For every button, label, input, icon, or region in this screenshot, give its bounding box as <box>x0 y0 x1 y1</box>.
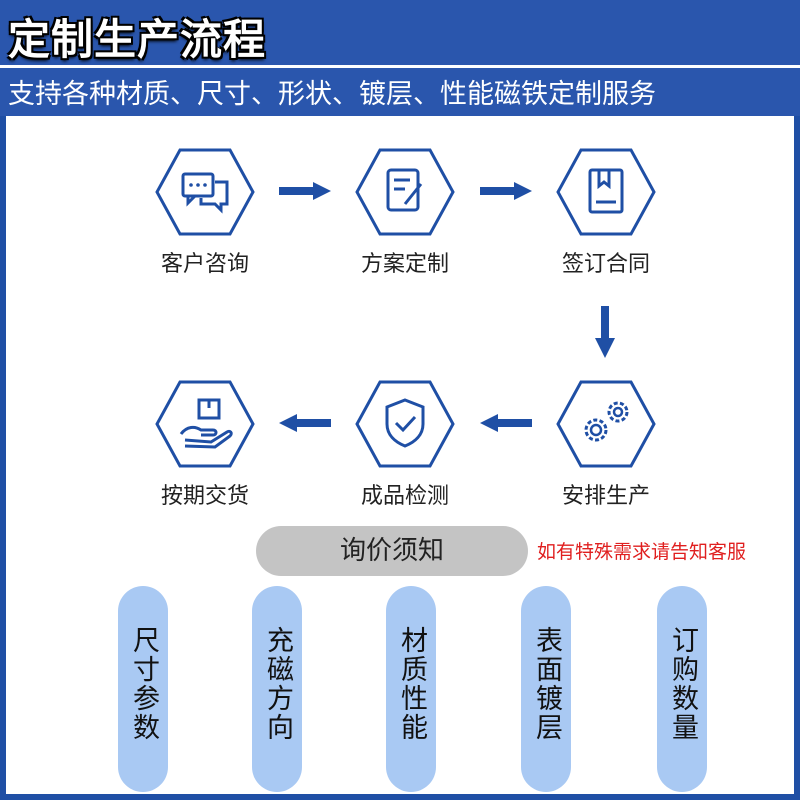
hand-package-icon <box>155 380 255 468</box>
inquiry-item-label: 材质性能 <box>396 626 427 742</box>
inquiry-item-quantity: 订购数量 <box>657 586 707 792</box>
special-request-note: 如有特殊需求请告知客服 <box>537 541 747 563</box>
arrow-left-icon <box>480 414 532 432</box>
step-quality-inspection: 成品检测 <box>335 380 475 510</box>
inquiry-item-label: 尺寸参数 <box>128 626 159 742</box>
inquiry-item-size: 尺寸参数 <box>118 586 168 792</box>
step-label: 方案定制 <box>360 252 449 277</box>
step-plan-custom: 方案定制 <box>335 148 475 278</box>
step-label: 安排生产 <box>561 484 650 509</box>
inquiry-item-label: 充磁方向 <box>262 626 293 742</box>
step-label: 客户咨询 <box>160 252 249 277</box>
gears-icon <box>556 380 656 468</box>
header-banner: 定制生产流程 支持各种材质、尺寸、形状、镀层、性能磁铁定制服务 <box>0 0 800 116</box>
inquiry-item-label: 订购数量 <box>667 626 698 742</box>
step-customer-consult: 客户咨询 <box>135 148 275 278</box>
inquiry-item-material: 材质性能 <box>386 586 436 792</box>
arrow-down-icon <box>595 306 615 358</box>
page-title: 定制生产流程 <box>8 15 267 64</box>
header-divider <box>0 65 800 68</box>
step-sign-contract: 签订合同 <box>536 148 676 278</box>
chat-bubbles-icon <box>155 148 255 236</box>
arrow-left-icon <box>279 414 331 432</box>
step-arrange-production: 安排生产 <box>536 380 676 510</box>
inquiry-notice-pill: 询价须知 <box>256 526 528 576</box>
inquiry-item-coating: 表面镀层 <box>521 586 571 792</box>
step-on-time-delivery: 按期交货 <box>135 380 275 510</box>
page-subtitle: 支持各种材质、尺寸、形状、镀层、性能磁铁定制服务 <box>8 79 656 110</box>
shield-check-icon <box>355 380 455 468</box>
contract-icon <box>556 148 656 236</box>
document-edit-icon <box>355 148 455 236</box>
step-label: 成品检测 <box>360 484 449 509</box>
arrow-right-icon <box>480 182 532 200</box>
inquiry-item-magnetization: 充磁方向 <box>252 586 302 792</box>
step-label: 签订合同 <box>561 252 650 277</box>
inquiry-item-label: 表面镀层 <box>531 626 562 742</box>
arrow-right-icon <box>279 182 331 200</box>
step-label: 按期交货 <box>160 484 249 509</box>
